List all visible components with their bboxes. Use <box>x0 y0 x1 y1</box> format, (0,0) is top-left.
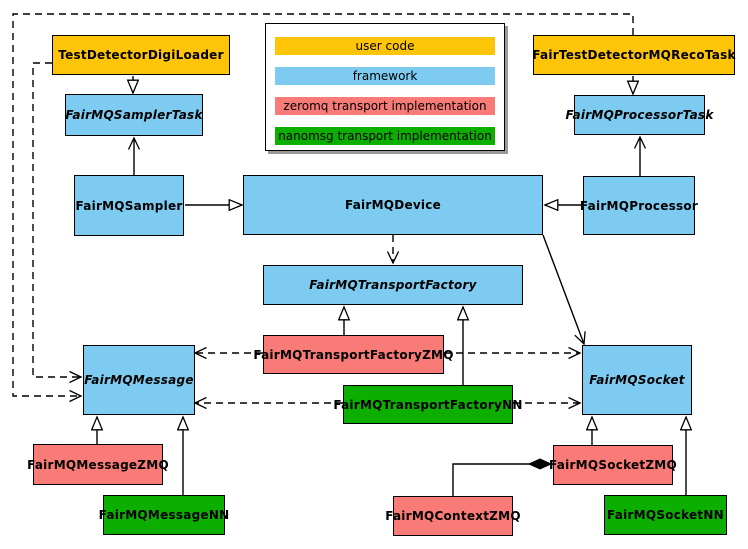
node-fairmq-message: FairMQMessage <box>83 345 195 415</box>
node-fairmq-transport-factory-zmq: FairMQTransportFactoryZMQ <box>253 335 453 374</box>
edge-assoc-device-socket <box>542 234 586 346</box>
legend-item-nanomsg: nanomsg transport implementation <box>275 127 495 145</box>
legend: user code framework zeromq transport imp… <box>265 23 505 151</box>
node-fairmq-socket-nn: FairMQSocketNN <box>604 495 727 535</box>
node-fairmq-transport-factory: FairMQTransportFactory <box>263 265 523 305</box>
node-fairmq-processor: FairMQProcessor <box>580 176 698 235</box>
node-fair-test-detector-mq-reco-task: FairTestDetectorMQRecoTask <box>532 35 735 75</box>
node-fairmq-socket: FairMQSocket <box>582 345 692 415</box>
node-fairmq-message-nn: FairMQMessageNN <box>99 495 229 535</box>
node-test-detector-digi-loader: TestDetectorDigiLoader <box>52 35 230 75</box>
node-fairmq-message-zmq: FairMQMessageZMQ <box>27 444 169 485</box>
node-fairmq-transport-factory-nn: FairMQTransportFactoryNN <box>333 385 522 424</box>
edge-comp-contextzmq-socketzmq <box>452 464 551 496</box>
node-fairmq-sampler: FairMQSampler <box>74 175 184 236</box>
node-fairmq-sampler-task: FairMQSamplerTask <box>65 94 203 136</box>
legend-item-framework: framework <box>275 67 495 85</box>
node-fairmq-context-zmq: FairMQContextZMQ <box>385 496 521 536</box>
node-fairmq-processor-task: FairMQProcessorTask <box>565 95 713 135</box>
legend-item-user-code: user code <box>275 37 495 55</box>
legend-item-zeromq: zeromq transport implementation <box>275 97 495 115</box>
node-fairmq-device: FairMQDevice <box>243 175 543 235</box>
node-fairmq-socket-zmq: FairMQSocketZMQ <box>549 445 677 485</box>
